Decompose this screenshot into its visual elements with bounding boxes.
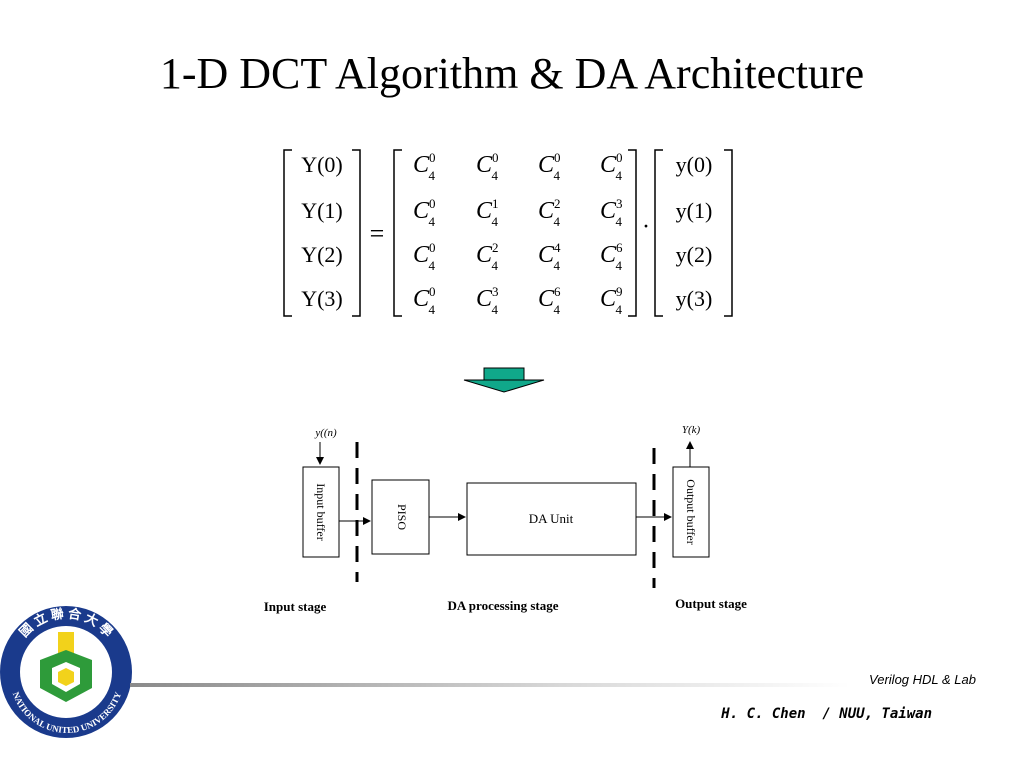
down-arrow-icon — [463, 367, 545, 393]
output-vector-y0: Y(0) — [301, 152, 343, 177]
input-vector-y0: y(0) — [676, 152, 713, 177]
input-signal-label: y((n) — [314, 427, 337, 439]
equals-sign: = — [370, 219, 385, 248]
output-signal-label: Y(k) — [682, 424, 701, 436]
piso-label: PISO — [395, 504, 409, 530]
input-buffer-block — [302, 466, 340, 558]
da-unit-label: DA Unit — [529, 511, 574, 526]
output-vector-y2: Y(2) — [301, 242, 343, 267]
output-vector-y3: Y(3) — [301, 286, 343, 311]
da-unit-block — [466, 482, 637, 556]
input-vector-y2: y(2) — [676, 242, 713, 267]
input-buffer-label: Input buffer — [314, 483, 328, 540]
processing-stage-label: DA processing stage — [448, 598, 559, 613]
multiply-dot: · — [642, 214, 650, 240]
output-stage-label: Output stage — [675, 596, 747, 611]
da-architecture-diagram: y((n) Input buffer PISO DA Unit Output b… — [264, 424, 747, 614]
slide-title: 1-D DCT Algorithm & DA Architecture — [159, 49, 865, 98]
input-vector-y1: y(1) — [676, 198, 713, 223]
author-label: H. C. Chen / NUU, Taiwan — [721, 706, 932, 722]
input-vector-y3: y(3) — [676, 286, 713, 311]
course-label: Verilog HDL & Lab — [869, 672, 976, 687]
output-vector-y1: Y(1) — [301, 198, 343, 223]
university-logo: 國 立 聯 合 大 學 NATIONAL UNITED UNIVERSITY — [0, 606, 132, 738]
footer-rule — [130, 683, 850, 687]
output-buffer-block — [672, 466, 710, 558]
input-stage-label: Input stage — [264, 599, 327, 614]
output-buffer-label: Output buffer — [684, 479, 698, 544]
